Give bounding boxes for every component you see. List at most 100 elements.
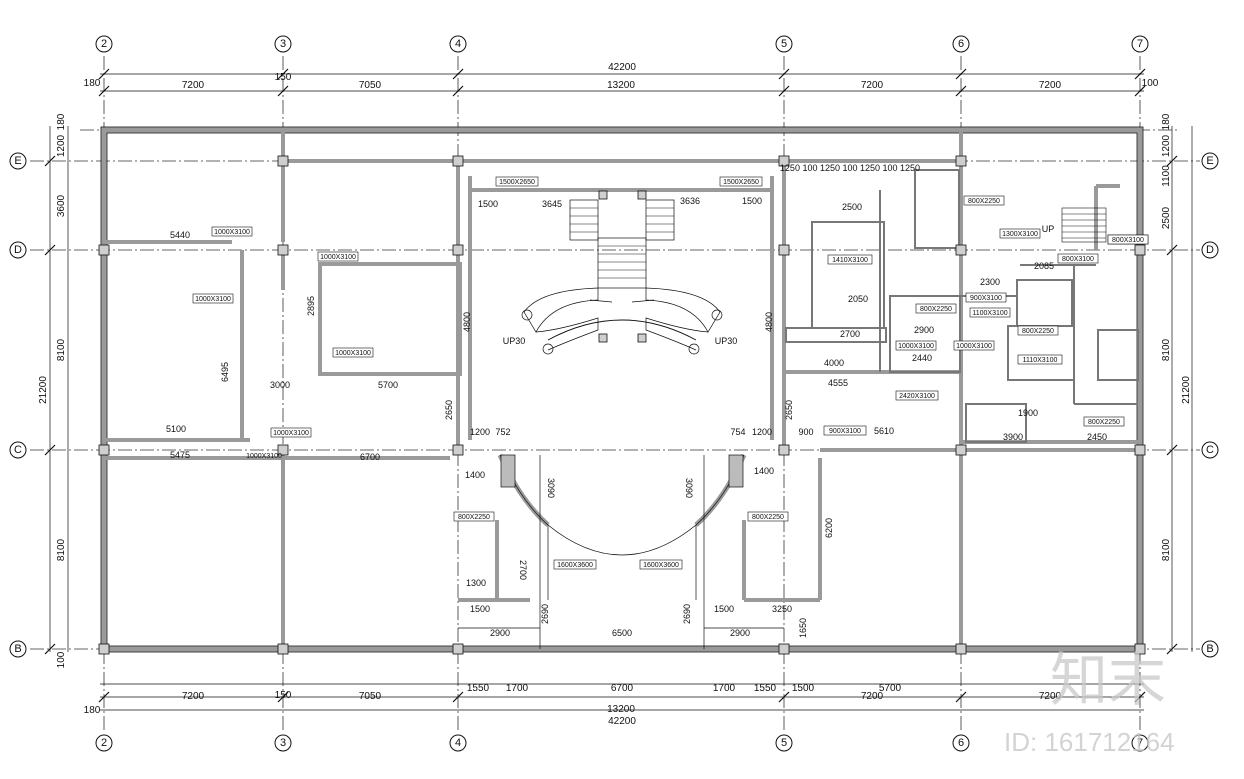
grid-label-top-7: 7: [1137, 38, 1143, 50]
room-dim-23: 5610: [874, 426, 894, 436]
room-dim-26: 2700: [840, 329, 860, 339]
room-dim-12: 2650: [784, 400, 794, 420]
room-dim-41: 900: [798, 427, 813, 437]
watermark-logo: 知末 ID: 161712164: [1004, 648, 1175, 757]
opening-tag-13: 800X2250: [920, 306, 952, 313]
opening-tag-9: 800X2250: [968, 198, 1000, 205]
room-dim-22: 6200: [824, 518, 834, 538]
room-dim-1: 5440: [170, 230, 190, 240]
room-dim-20: 3090: [546, 478, 556, 498]
opening-tag-4: 1000X3100: [335, 350, 371, 357]
grid-label-bottom-4: 4: [455, 737, 461, 749]
dim-bottom-detail-6: 1500: [792, 683, 815, 694]
dim-top-seg-4: 7200: [861, 80, 884, 91]
dim-bottom-detail-5: 1550: [754, 683, 777, 694]
room-dim-35: 1500: [714, 604, 734, 614]
service-stair: [1061, 207, 1107, 243]
dim-bottom-seg-4: 7200: [861, 691, 884, 702]
room-dim-18: 6500: [612, 628, 632, 638]
room-dim-37: 1200: [470, 427, 490, 437]
dim-right-seg-1: 1200: [1161, 134, 1172, 157]
stair-label-up-left: UP30: [503, 336, 526, 346]
room-dim-32: 2450: [1087, 432, 1107, 442]
dimension-ticks: [44, 68, 1178, 703]
watermark-logo-text: 知末: [1050, 648, 1166, 713]
opening-tag-22: 900X3100: [829, 428, 861, 435]
opening-tag-2: 1000X3100: [320, 254, 356, 261]
room-dim-11: 2650: [444, 400, 454, 420]
opening-tag-20: 1110X3100: [1023, 357, 1058, 364]
dim-overall-bottom: 42200: [608, 716, 636, 727]
opening-tag-15: 1100X3100: [972, 310, 1007, 317]
room-dim-34: 1500: [470, 604, 490, 614]
grid-label-bottom-5: 5: [781, 737, 787, 749]
dim-bottom-detail-3: 6700: [611, 683, 634, 694]
room-dim-9: 4800: [462, 312, 472, 332]
room-dim-27: 2900: [914, 325, 934, 335]
dim-overall-top: 42200: [608, 62, 636, 73]
opening-tag-26: 1600X3600: [643, 562, 679, 569]
room-dim-31: 3900: [1003, 432, 1023, 442]
opening-tag-27: 800X3100: [1062, 256, 1094, 263]
room-dim-13: 1500: [478, 199, 498, 209]
room-dim-24: 4555: [828, 378, 848, 388]
dim-left-seg-2: 3600: [56, 194, 67, 217]
dim-bottom-seg-3: 13200: [607, 704, 635, 715]
stair-label-up-right: UP30: [715, 336, 738, 346]
room-dim-33: 1300: [466, 578, 486, 588]
opening-tag-18: 1000X3100: [956, 343, 992, 350]
grid-label-right-D: D: [1206, 244, 1214, 256]
grid-label-right-E: E: [1206, 155, 1213, 167]
dim-right-seg-2: 1100: [1161, 165, 1172, 187]
grand-staircase: [521, 199, 723, 355]
grid-bubbles-bottom: [95, 734, 1149, 752]
exterior-wall-outline: [100, 126, 1144, 653]
structural-columns: [98, 155, 1146, 655]
room-dim-14: 3645: [542, 199, 562, 209]
dim-top-seg-5: 7200: [1039, 80, 1062, 91]
dim-right-seg-3: 2500: [1161, 206, 1172, 229]
grid-label-bottom-2: 2: [101, 737, 107, 749]
room-dim-17: 2900: [490, 628, 510, 638]
room-dim-15: 3636: [680, 196, 700, 206]
room-dim-29: 2300: [980, 277, 1000, 287]
room-dim-6: 6700: [360, 452, 380, 462]
right-wing-rooms: [785, 169, 1139, 443]
grid-label-left-D: D: [14, 244, 22, 256]
room-dim-36: 3250: [772, 604, 792, 614]
stair-label-up-small: UP: [1042, 224, 1055, 234]
grid-label-top-4: 4: [455, 38, 461, 50]
opening-tag-16: 800X2250: [1022, 328, 1054, 335]
dim-edge-top-right: 100: [1142, 78, 1159, 89]
opening-tag-25: 1600X3600: [557, 562, 593, 569]
grid-label-top-6: 6: [958, 38, 964, 50]
opening-tag-8: 1500X2650: [723, 179, 759, 186]
opening-tag-17: 1000X3100: [898, 343, 934, 350]
grid-label-top-3: 3: [280, 38, 286, 50]
dim-left-top-edge: 180: [56, 113, 67, 130]
room-dim-5: 5475: [170, 450, 190, 460]
room-dim-38: 752: [495, 427, 510, 437]
opening-tag-3: 1000X3100: [195, 296, 231, 303]
opening-tag-7: 1500X2650: [499, 179, 535, 186]
room-dim-43: 1250 100 1250 100 1250 100 1250: [780, 163, 920, 173]
dim-left-bottom-edge: 100: [56, 651, 67, 668]
grid-label-bottom-6: 6: [958, 737, 964, 749]
grid-label-top-2: 2: [101, 38, 107, 50]
room-dim-50: 2690: [540, 604, 550, 624]
dim-top-seg-1: 7200: [182, 80, 205, 91]
dim-left-seg-3: 8100: [56, 338, 67, 361]
room-dim-40: 1200: [752, 427, 772, 437]
opening-tag-boxes: [192, 176, 1149, 570]
dim-bottom-detail-7: 5700: [879, 683, 902, 694]
room-dim-45: 2050: [848, 294, 868, 304]
dim-left-seg-1: 1200: [56, 134, 67, 157]
grid-label-right-C: C: [1206, 444, 1214, 456]
dim-edge-top-left: 180: [84, 78, 101, 89]
grid-label-bottom-7: 7: [1137, 737, 1143, 749]
dim-top-seg-2: 7050: [359, 80, 382, 91]
opening-tag-24: 800X2250: [752, 514, 784, 521]
dim-bottom-seg-2: 7050: [359, 691, 382, 702]
grid-label-left-C: C: [14, 444, 22, 456]
opening-tag-14: 900X3100: [970, 295, 1002, 302]
